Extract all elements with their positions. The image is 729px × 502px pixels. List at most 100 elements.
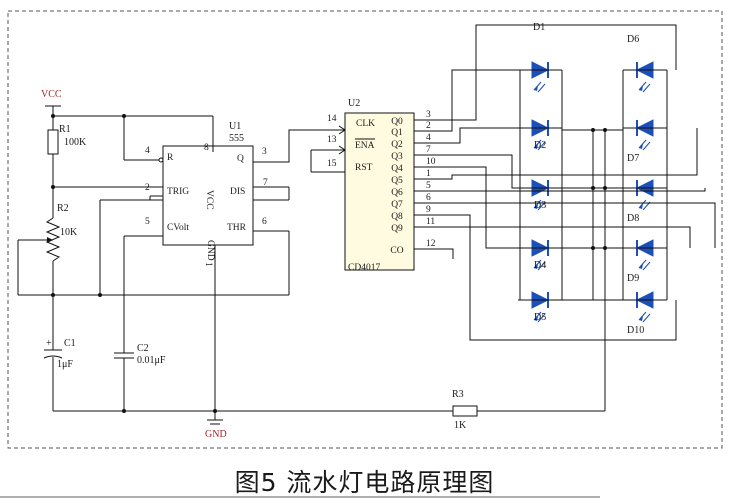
q-pin-name: Q8 (391, 212, 403, 222)
led-d9: D9 (623, 239, 667, 284)
u2-type: CD4017 (348, 263, 380, 273)
u2-label: U2 (348, 98, 360, 109)
pin-7-number: 7 (263, 178, 268, 188)
q-pin-number: 9 (426, 205, 431, 215)
output-wire (446, 69, 520, 132)
q-pin-name: Q6 (391, 188, 403, 198)
q-pin-number: 7 (426, 145, 431, 155)
led-label: D8 (627, 213, 639, 224)
c1-label: C1 (64, 338, 76, 349)
q-pin-name: Q9 (391, 224, 403, 234)
pin-13-number: 13 (327, 135, 337, 145)
figure-caption: 图5 流水灯电路原理图 (234, 468, 495, 497)
q-pin-name: Q3 (391, 152, 403, 162)
pin-rst-name: RST (355, 163, 373, 173)
output-wire (446, 154, 520, 189)
led-d7: D7 (623, 119, 667, 164)
r3-label: R3 (452, 389, 464, 400)
q-pin-number: 12 (426, 239, 436, 249)
c2-label: C2 (137, 343, 149, 354)
capacitor-c1-plate-bottom (43, 355, 63, 359)
led-label: D6 (627, 34, 639, 45)
gnd-label: GND (205, 429, 227, 440)
pin-6-name: THR (227, 223, 247, 233)
pin-15-number: 15 (327, 159, 337, 169)
led-label: D9 (627, 273, 639, 284)
output-wire (446, 202, 716, 248)
r1-label: R1 (59, 124, 71, 135)
q-pin-name: Q2 (391, 140, 403, 150)
r1-value: 100K (64, 137, 87, 148)
led-d4: D4 (518, 239, 562, 271)
q-pin-number: 4 (426, 133, 431, 143)
led-label: D5 (534, 312, 546, 323)
vcc-label: VCC (41, 89, 62, 100)
u1-label: U1 (229, 121, 241, 132)
output-wire (446, 24, 677, 121)
q-pin-name: Q4 (391, 164, 403, 174)
led-label: D1 (533, 22, 545, 33)
led-label: D3 (534, 200, 546, 211)
output-wire (446, 127, 520, 144)
led-d3: D3 (518, 179, 562, 211)
q-pin-number: 10 (426, 157, 436, 167)
output-wire (446, 214, 677, 341)
resistor-r3 (452, 405, 478, 417)
q-pin-name: Q1 (391, 128, 403, 138)
pin-4-name: R (167, 153, 174, 163)
pin-1-number: 1 (203, 262, 213, 267)
q-pin-name: Q0 (391, 117, 403, 127)
led-label: D10 (627, 325, 644, 336)
q-pin-number: 3 (426, 110, 431, 120)
r2-value: 10K (60, 227, 78, 238)
output-wiring (446, 24, 716, 341)
output-wire (446, 226, 691, 248)
footer-rule (0, 496, 600, 498)
led-d10: D10 (623, 291, 667, 336)
output-wire (446, 128, 698, 180)
pin-clk-name: CLK (356, 119, 375, 129)
pin-5-number: 5 (145, 217, 150, 227)
pin-4-number: 4 (145, 146, 150, 156)
u1-type: 555 (229, 133, 244, 144)
q-pin-number: 11 (426, 217, 435, 227)
output-wire (446, 248, 454, 259)
ic-555: U1 555 8 4 R 2 TRIG 5 CVolt 3 Q 7 DIS 6 … (145, 121, 289, 411)
r3-value: 1K (454, 420, 467, 431)
c1-plus: + (46, 338, 52, 349)
led-label: D2 (534, 140, 546, 151)
pin-5-name: CVolt (167, 223, 189, 233)
q-pin-name: Q5 (391, 176, 403, 186)
ic-cd4017: U2 CD4017 14 CLK 13 ENA 15 RST Q03Q12Q24… (310, 98, 446, 273)
resistor-r1 (47, 129, 59, 155)
q-pin-number: 6 (426, 193, 431, 203)
led-label: D7 (627, 153, 639, 164)
pin-6-number: 6 (262, 217, 267, 227)
led-d2: D2 (518, 119, 562, 151)
inner-gnd-label: GND (205, 240, 215, 261)
diagram-frame (7, 10, 723, 449)
c2-value: 0.01μF (137, 355, 166, 366)
led-d1: D1 (518, 22, 562, 93)
led-d6: D6 (623, 34, 667, 93)
led-d8: D8 (623, 179, 667, 224)
pin-3-name: Q (237, 154, 244, 164)
pin-14-number: 14 (327, 114, 337, 124)
inner-vcc-label: VCC (204, 190, 214, 210)
output-wire (446, 166, 520, 249)
q-pin-name: CO (390, 246, 403, 256)
led-d5: D5 (518, 291, 562, 323)
pin-2-number: 2 (145, 183, 150, 193)
q-pin-name: Q7 (391, 200, 403, 210)
resistor-r3-group: R3 1K (452, 130, 606, 431)
r2-label: R2 (57, 203, 69, 214)
pin-8-number: 8 (204, 143, 209, 153)
c1-value: 1μF (57, 359, 73, 370)
pin-3-number: 3 (262, 147, 267, 157)
pin-2-name: TRIG (167, 187, 189, 197)
output-wire (446, 188, 706, 192)
q-pin-number: 1 (426, 169, 431, 179)
q-pin-number: 2 (426, 121, 431, 131)
